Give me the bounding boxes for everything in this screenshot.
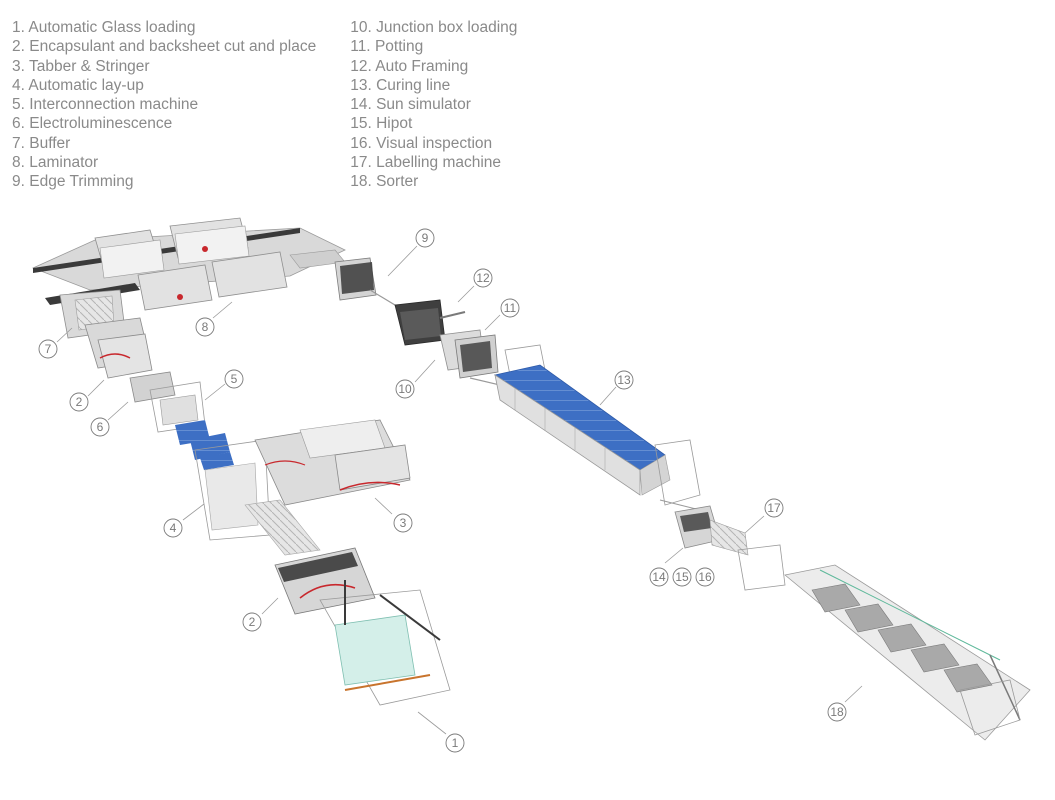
legend-item-4: 4. Automatic lay-up	[12, 76, 144, 94]
svg-text:5: 5	[231, 372, 238, 386]
svg-text:14: 14	[652, 570, 666, 584]
svg-text:15: 15	[675, 570, 689, 584]
callout-6: 6	[90, 417, 110, 437]
callout-5: 5	[224, 369, 244, 389]
callout-10: 10	[395, 379, 415, 399]
legend-item-12: 12. Auto Framing	[350, 57, 469, 75]
framing-potting-junction-box	[394, 299, 546, 401]
callout-7: 7	[38, 339, 58, 359]
svg-text:1: 1	[452, 736, 459, 750]
laminator-line	[31, 217, 346, 339]
legend-column-left: 1. Automatic Glass loading 2. Encapsulan…	[12, 18, 316, 192]
svg-text:2: 2	[249, 615, 256, 629]
front-end-line	[84, 317, 411, 556]
callout-3: 3	[393, 513, 413, 533]
svg-text:7: 7	[45, 342, 52, 356]
callout-4: 4	[163, 518, 183, 538]
callout-13: 13	[614, 370, 634, 390]
svg-text:4: 4	[170, 521, 177, 535]
legend-item-3: 3. Tabber & Stringer	[12, 57, 150, 75]
svg-text:17: 17	[767, 501, 781, 515]
svg-text:11: 11	[504, 301, 517, 315]
glass-loading-area	[274, 547, 451, 706]
callout-14: 14	[649, 567, 669, 587]
legend-item-5: 5. Interconnection machine	[12, 96, 199, 114]
legend-item-14: 14. Sun simulator	[350, 96, 471, 114]
legend-item-15: 15. Hipot	[350, 115, 413, 133]
callout-2-upper: 2	[69, 392, 89, 412]
legend-item-6: 6. Electroluminescence	[12, 115, 173, 133]
callout-12: 12	[473, 268, 493, 288]
callout-15: 15	[672, 567, 692, 587]
sorter	[784, 564, 1031, 741]
callout-16: 16	[695, 567, 715, 587]
svg-text:9: 9	[422, 231, 429, 245]
legend-item-2: 2. Encapsulant and backsheet cut and pla…	[12, 38, 317, 56]
callout-2-lower: 2	[242, 612, 262, 632]
testing-and-labelling	[659, 499, 786, 591]
legend-item-17: 17. Labelling machine	[350, 154, 502, 172]
legend-item-11: 11. Potting	[350, 38, 424, 56]
legend-item-13: 13. Curing line	[350, 76, 451, 94]
legend-item-10: 10. Junction box loading	[350, 19, 518, 36]
legend-item-8: 8. Laminator	[12, 154, 99, 172]
svg-text:6: 6	[97, 420, 104, 434]
callout-1: 1	[445, 733, 465, 753]
svg-text:3: 3	[400, 516, 407, 530]
curing-line	[493, 364, 701, 506]
callout-9: 9	[415, 228, 435, 248]
svg-text:16: 16	[698, 570, 712, 584]
legend-item-1: 1. Automatic Glass loading	[12, 19, 196, 36]
legend-column-right: 10. Junction box loading 11. Potting 12.…	[350, 18, 517, 192]
edge-trimming-machine	[289, 249, 426, 311]
svg-text:13: 13	[617, 373, 631, 387]
callout-leaders	[56, 245, 863, 735]
callout-11: 11	[500, 298, 520, 318]
legend-item-16: 16. Visual inspection	[350, 134, 493, 152]
legend: 1. Automatic Glass loading 2. Encapsulan…	[12, 18, 517, 192]
svg-text:8: 8	[202, 320, 209, 334]
svg-text:12: 12	[476, 271, 490, 285]
callout-8: 8	[195, 317, 215, 337]
legend-item-9: 9. Edge Trimming	[12, 173, 134, 191]
svg-text:10: 10	[398, 382, 412, 396]
callout-18: 18	[827, 702, 847, 722]
legend-item-7: 7. Buffer	[12, 134, 71, 152]
svg-text:2: 2	[76, 395, 83, 409]
svg-text:18: 18	[830, 705, 844, 719]
legend-item-18: 18. Sorter	[350, 173, 419, 191]
callout-17: 17	[764, 498, 784, 518]
